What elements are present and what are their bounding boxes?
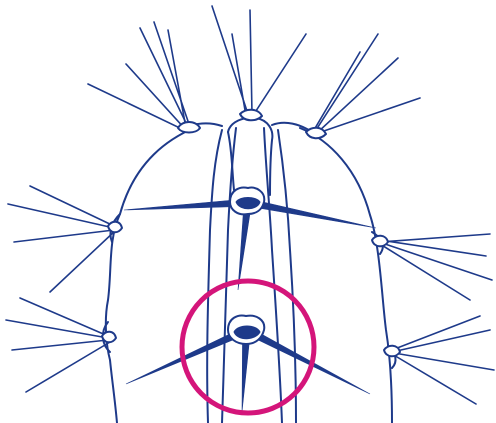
spine-right-upper-1 — [379, 233, 491, 243]
spine-right-lower-3 — [391, 353, 477, 405]
spine-left-lower-3 — [25, 341, 111, 393]
spine-center-upper-left — [123, 199, 241, 211]
spine-top-right-1 — [315, 33, 379, 131]
spine-right-upper-3 — [379, 243, 471, 301]
areoles — [101, 108, 401, 358]
spine-center-lower-down — [241, 339, 250, 413]
spine-top-right-2 — [317, 57, 399, 133]
spine-left-lower-1 — [5, 319, 109, 339]
spine-clusters — [5, 5, 495, 413]
spine-right-upper-4 — [379, 239, 487, 257]
areole-top-right — [305, 126, 327, 140]
spine-top-mid-4 — [231, 33, 247, 117]
spine-right-lower-4 — [391, 315, 481, 351]
spine-top-left-5 — [125, 63, 187, 131]
spine-top-left-2 — [153, 21, 191, 128]
spine-left-upper-2 — [13, 229, 115, 243]
spine-center-upper-right — [254, 200, 377, 229]
stem-left-edge — [104, 126, 197, 423]
central-rib-right-inner — [263, 127, 283, 423]
central-rib-right-outer — [277, 129, 297, 423]
spine-top-mid-2 — [249, 9, 253, 115]
spine-left-upper-3 — [49, 229, 117, 293]
top-rib-cap-left — [227, 131, 235, 191]
areole-left-lower — [101, 330, 117, 344]
top-rib-cap — [227, 116, 274, 196]
areole-lower-center — [227, 314, 266, 345]
spine-center-upper-down — [237, 209, 251, 291]
spine-top-mid-3 — [253, 33, 307, 115]
spine-top-right-3 — [317, 97, 421, 134]
central-rib-left-inner — [221, 127, 237, 423]
areole-upper-center — [229, 186, 266, 216]
spine-left-upper-4 — [29, 185, 115, 227]
highlight-circle — [179, 278, 317, 416]
spine-right-upper-2 — [381, 242, 493, 281]
spine-right-lower-2 — [393, 352, 495, 371]
cactus-stem — [102, 116, 397, 423]
areole-right-upper — [371, 234, 389, 248]
central-rib-left-outer — [206, 129, 223, 423]
spine-top-left-3 — [167, 29, 187, 129]
spine-top-left-1 — [139, 27, 189, 128]
areole-top-left — [177, 121, 201, 134]
areole-right-lower — [383, 344, 401, 358]
spine-top-right-4 — [313, 51, 361, 131]
spine-top-left-4 — [87, 83, 185, 131]
areole-top-mid — [239, 108, 263, 122]
stem-right-edge — [299, 127, 393, 423]
spine-left-lower-2 — [11, 339, 109, 351]
spine-right-lower-1 — [391, 329, 491, 353]
spine-left-lower-4 — [19, 297, 109, 337]
areole-left-upper — [107, 220, 123, 234]
spine-left-upper-1 — [7, 203, 115, 229]
